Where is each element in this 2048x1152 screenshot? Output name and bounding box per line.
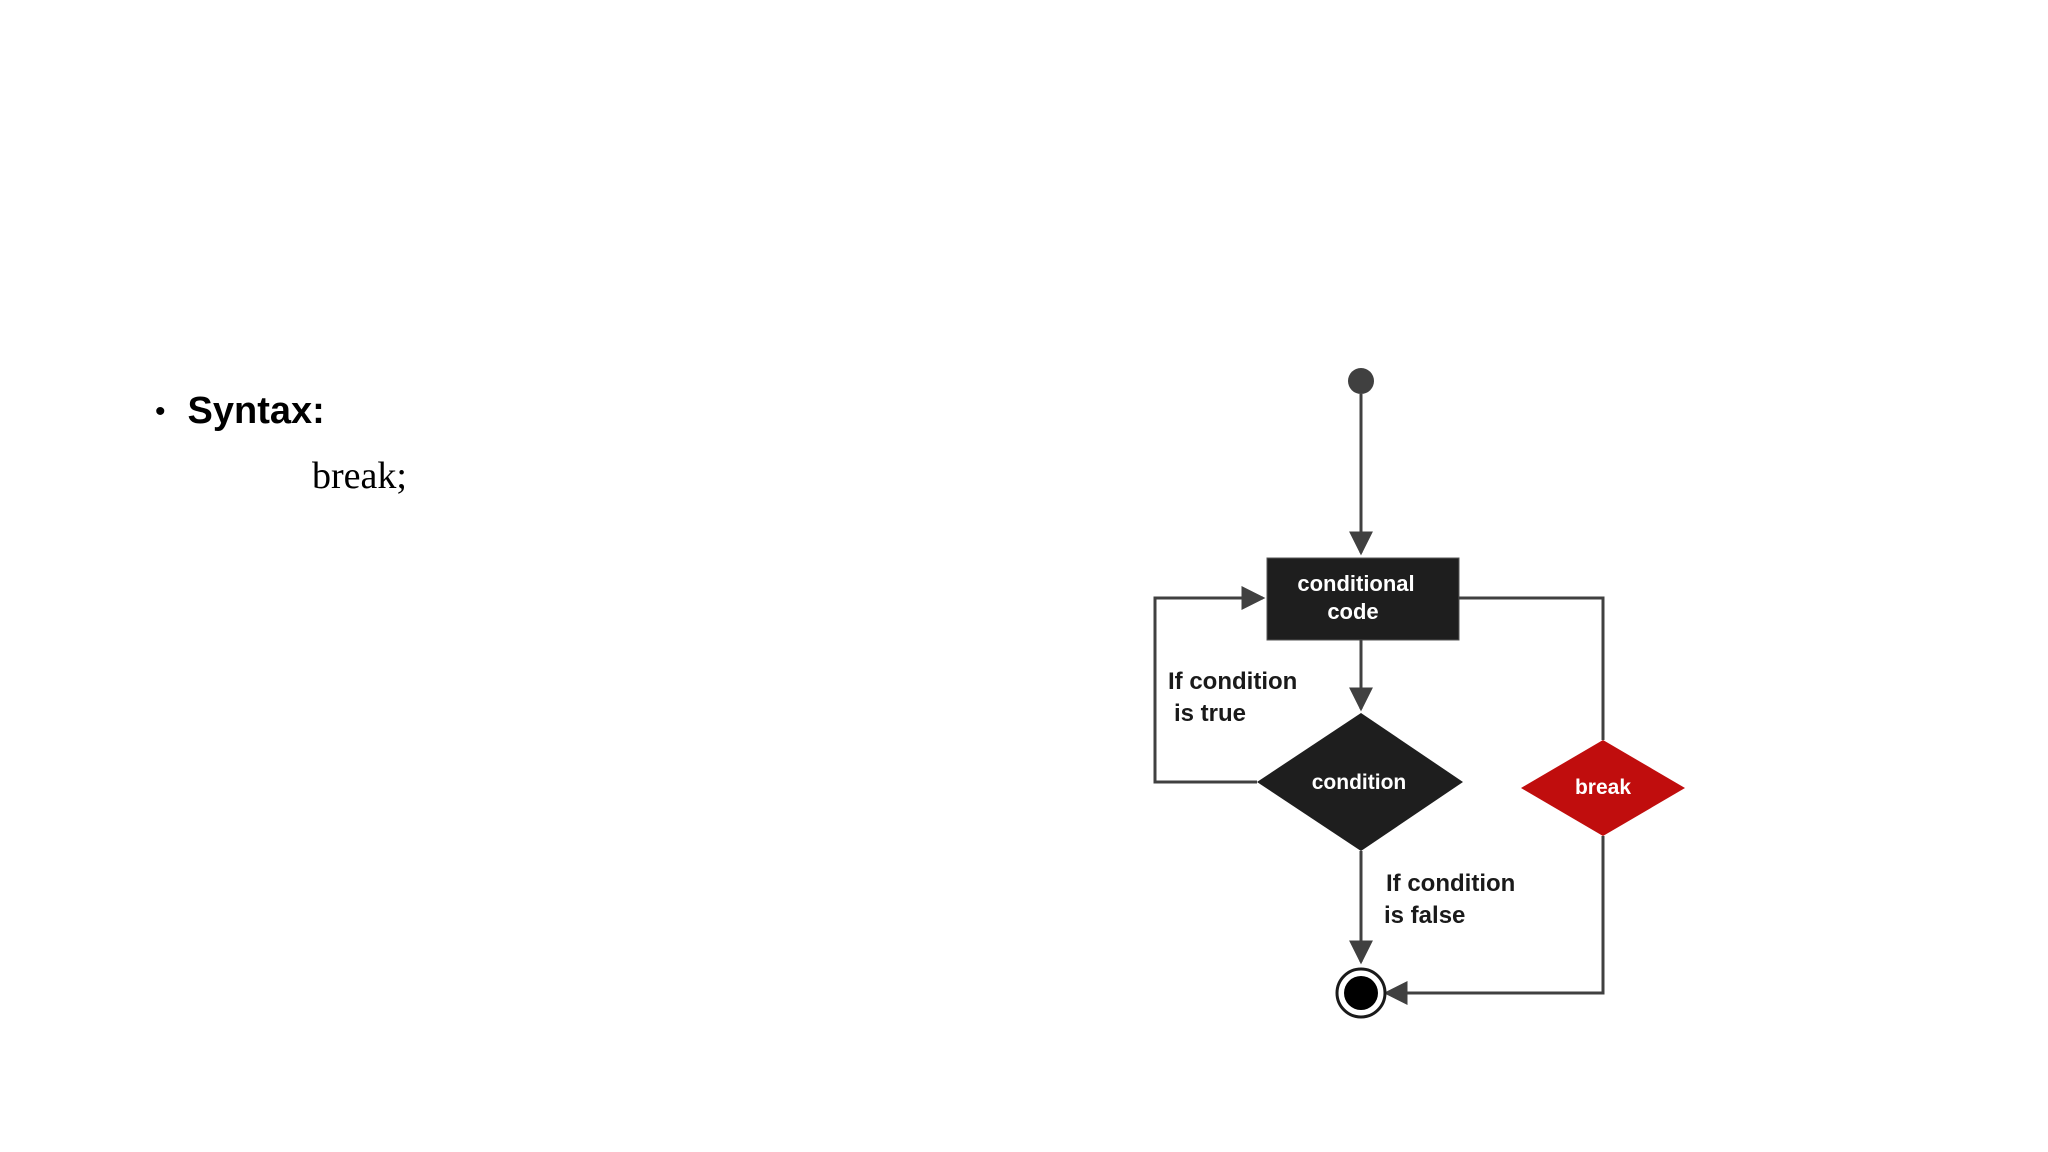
true-label-line1: If condition: [1168, 668, 1297, 695]
end-node-core: [1344, 976, 1378, 1010]
syntax-code: break;: [312, 455, 407, 497]
conditional-code-box: [1266, 557, 1460, 641]
syntax-heading: Syntax:: [187, 390, 325, 432]
condition-label: condition: [1312, 771, 1406, 794]
syntax-bullet: • Syntax:: [155, 390, 325, 433]
false-label-line2: is false: [1384, 902, 1465, 929]
break-to-end-arrow: [1383, 836, 1605, 1005]
box-to-break-line: [1459, 596, 1605, 740]
break-label: break: [1575, 776, 1631, 799]
start-node: [1348, 368, 1374, 394]
break-diamond: [1521, 740, 1685, 836]
true-label-line2: is true: [1174, 700, 1246, 727]
box-label-line2: code: [1327, 599, 1378, 624]
condition-diamond: [1257, 713, 1463, 851]
true-loop-arrow: [1153, 586, 1266, 784]
false-label-line1: If condition: [1386, 870, 1515, 897]
box-label-line1: conditional: [1297, 571, 1414, 596]
bullet-icon: •: [155, 394, 166, 428]
